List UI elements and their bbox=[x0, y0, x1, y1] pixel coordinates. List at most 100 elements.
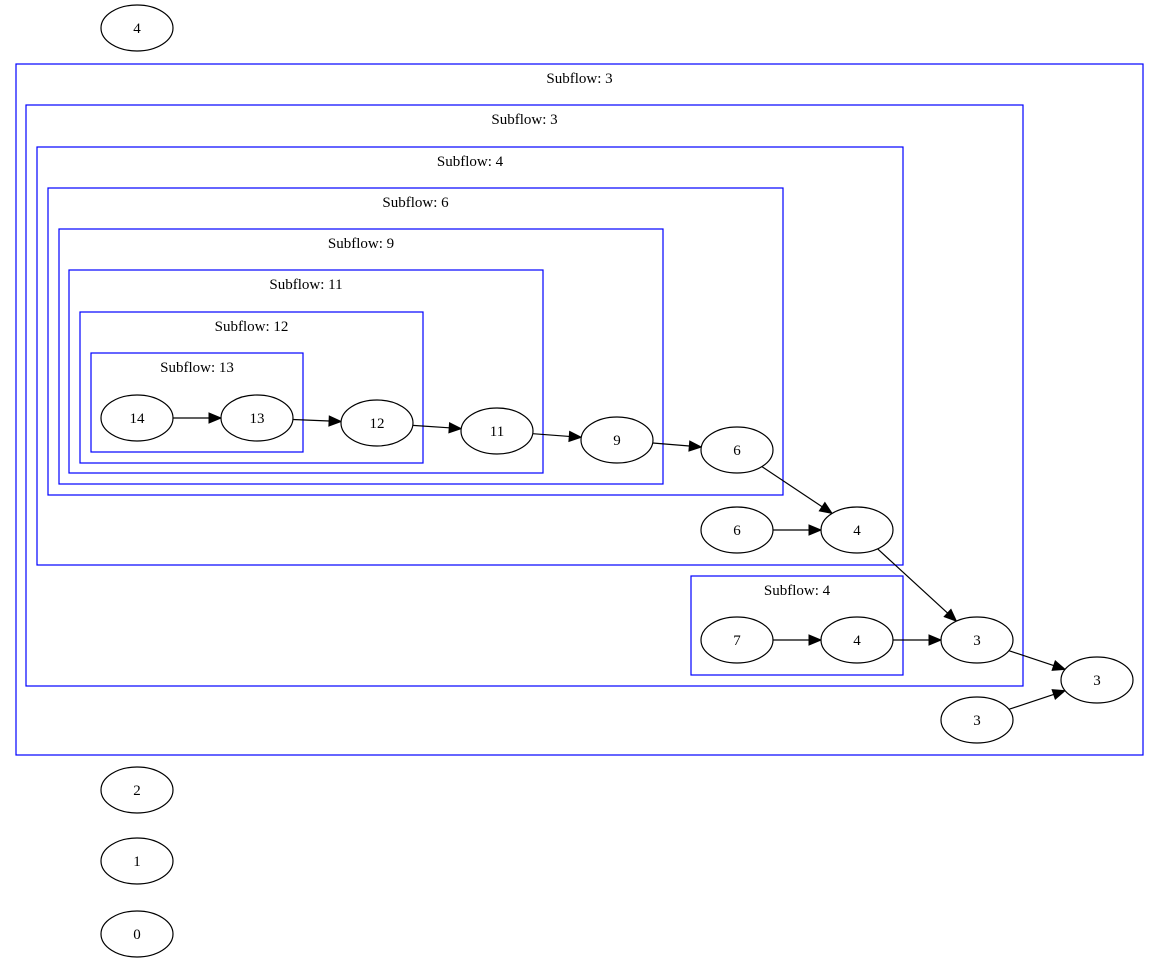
subflow-cluster: Subflow: 9 bbox=[58, 228, 664, 485]
node-label: 12 bbox=[370, 416, 385, 432]
arrowhead-icon bbox=[808, 524, 823, 536]
node-label: 1 bbox=[133, 854, 141, 870]
edge-n14-to-n13 bbox=[173, 412, 223, 424]
arrowhead-icon bbox=[808, 634, 823, 646]
graph-node: 14 bbox=[100, 394, 174, 442]
node-ellipse bbox=[100, 837, 174, 885]
graph-node: 11 bbox=[460, 407, 534, 455]
cluster-border bbox=[58, 228, 664, 485]
edge-line bbox=[761, 466, 823, 508]
cluster-label: Subflow: 9 bbox=[328, 236, 394, 252]
node-label: 0 bbox=[133, 927, 141, 943]
cluster-border bbox=[36, 146, 904, 566]
graph-node: 3 bbox=[940, 616, 1014, 664]
edge-n3a-to-n3c bbox=[1008, 650, 1067, 671]
graph-node: 3 bbox=[940, 696, 1014, 744]
node-label: 11 bbox=[490, 424, 504, 440]
arrowhead-icon bbox=[328, 415, 343, 427]
node-label: 7 bbox=[733, 633, 741, 649]
subflow-cluster: Subflow: 3 bbox=[25, 104, 1024, 687]
edge-n9-to-n6a bbox=[652, 440, 703, 452]
node-ellipse bbox=[700, 426, 774, 474]
arrowhead-icon bbox=[688, 440, 703, 452]
edge-line bbox=[532, 433, 570, 438]
subflow-cluster: Subflow: 4 bbox=[36, 146, 904, 566]
edge-line bbox=[652, 442, 690, 447]
node-label: 2 bbox=[133, 783, 141, 799]
edge-n3b-to-n3c bbox=[1008, 689, 1067, 710]
graph-node: 6 bbox=[700, 426, 774, 474]
graph-node: 2 bbox=[100, 766, 174, 814]
cluster-border bbox=[47, 187, 784, 496]
node-label: 4 bbox=[853, 523, 861, 539]
node-label: 14 bbox=[130, 411, 146, 427]
node-label: 9 bbox=[613, 433, 621, 449]
node-ellipse bbox=[100, 766, 174, 814]
node-ellipse bbox=[940, 696, 1014, 744]
edge-line bbox=[1008, 693, 1054, 710]
graph-node: 6 bbox=[700, 506, 774, 554]
cluster-label: Subflow: 3 bbox=[491, 112, 557, 128]
node-label: 4 bbox=[853, 633, 861, 649]
edge-n6a-to-n4a bbox=[761, 466, 834, 515]
node-ellipse bbox=[700, 506, 774, 554]
edge-n12-to-n11 bbox=[412, 422, 463, 434]
cluster-label: Subflow: 12 bbox=[215, 319, 289, 335]
graph-node: 0 bbox=[100, 910, 174, 958]
edge-n4b-to-n3a bbox=[893, 634, 943, 646]
edge-line bbox=[877, 548, 948, 614]
arrowhead-icon bbox=[568, 430, 583, 443]
graph-node: 13 bbox=[220, 394, 294, 442]
node-ellipse bbox=[820, 506, 894, 554]
edge-line bbox=[412, 424, 450, 429]
cluster-border bbox=[25, 104, 1024, 687]
cluster-label: Subflow: 4 bbox=[764, 583, 831, 599]
graph-node: 4 bbox=[820, 616, 894, 664]
cluster-border bbox=[79, 311, 424, 464]
node-ellipse bbox=[820, 616, 894, 664]
edge-n6b-to-n4a bbox=[773, 524, 823, 536]
node-ellipse bbox=[100, 4, 174, 52]
cluster-label: Subflow: 11 bbox=[269, 277, 342, 293]
node-ellipse bbox=[100, 394, 174, 442]
node-label: 3 bbox=[1093, 673, 1101, 689]
graph-node: 1 bbox=[100, 837, 174, 885]
node-ellipse bbox=[940, 616, 1014, 664]
cluster-label: Subflow: 3 bbox=[546, 71, 612, 87]
cluster-border bbox=[690, 575, 904, 676]
subflow-cluster: Subflow: 12 bbox=[79, 311, 424, 464]
cluster-border bbox=[15, 63, 1144, 756]
arrowhead-icon bbox=[818, 501, 834, 515]
node-ellipse bbox=[460, 407, 534, 455]
node-ellipse bbox=[1060, 656, 1134, 704]
node-label: 6 bbox=[733, 523, 741, 539]
arrowhead-icon bbox=[208, 412, 223, 424]
graph-node: 7 bbox=[700, 616, 774, 664]
arrowhead-icon bbox=[928, 634, 943, 646]
cluster-label: Subflow: 6 bbox=[382, 195, 449, 211]
subflow-cluster: Subflow: 6 bbox=[47, 187, 784, 496]
edge-line bbox=[292, 418, 330, 422]
arrowhead-icon bbox=[1051, 689, 1067, 701]
node-ellipse bbox=[580, 416, 654, 464]
node-ellipse bbox=[700, 616, 774, 664]
graph-node: 4 bbox=[820, 506, 894, 554]
node-label: 3 bbox=[973, 713, 981, 729]
graph-node: 3 bbox=[1060, 656, 1134, 704]
subflow-cluster: Subflow: 4 bbox=[690, 575, 904, 676]
arrowhead-icon bbox=[943, 608, 958, 623]
node-label: 4 bbox=[133, 21, 141, 37]
node-ellipse bbox=[220, 394, 294, 442]
arrowhead-icon bbox=[448, 422, 463, 434]
node-label: 6 bbox=[733, 443, 741, 459]
graph-node: 4 bbox=[100, 4, 174, 52]
graph-node: 9 bbox=[580, 416, 654, 464]
cluster-border bbox=[68, 269, 544, 474]
node-label: 13 bbox=[250, 411, 265, 427]
cluster-border bbox=[90, 352, 304, 453]
graph-node: 12 bbox=[340, 399, 414, 447]
edge-n11-to-n9 bbox=[532, 430, 583, 443]
cluster-label: Subflow: 4 bbox=[437, 154, 504, 170]
node-label: 3 bbox=[973, 633, 981, 649]
